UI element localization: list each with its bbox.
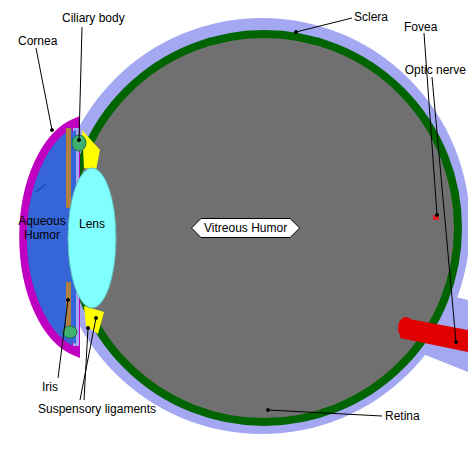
part-label: Suspensory ligaments (38, 402, 156, 416)
part-label: Sclera (354, 10, 388, 24)
lens: Lens (67, 167, 117, 309)
lens-outline (67, 167, 117, 309)
ligament-upper (82, 130, 100, 170)
part-label: Optic nerve (405, 63, 466, 77)
node-text: Lens (79, 217, 105, 231)
retina (70, 34, 458, 422)
node-text: Vitreous Humor (204, 221, 287, 235)
sclera (54, 18, 468, 434)
reflection (36, 184, 46, 192)
part-label: Cornea (18, 34, 57, 48)
leader-lines (36, 18, 458, 416)
iris-upper (66, 128, 71, 208)
ciliary-body-lower (63, 326, 77, 338)
part-label: Retina (385, 409, 420, 423)
part-label: Fovea (404, 20, 437, 34)
part-label: Iris (42, 380, 58, 394)
aqueous-humor-region: Aqueous Humor (14, 214, 70, 242)
optic-disc (398, 317, 414, 339)
node-text: Aqueous Humor (14, 214, 70, 242)
part-label: Ciliary body (62, 11, 125, 25)
vitreous-humor-tag: Vitreous Humor (191, 218, 300, 238)
